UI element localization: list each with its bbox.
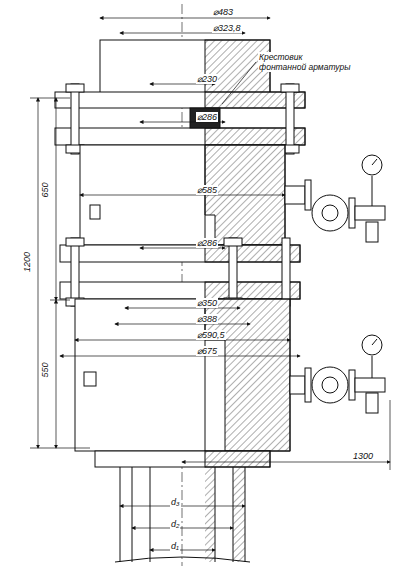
dimension-label: ⌀350 — [196, 298, 218, 308]
dimension-label: 1200 — [22, 251, 32, 273]
dimension-label: ⌀675 — [196, 346, 218, 356]
dimension-label: d₂ — [170, 519, 180, 529]
dimension-label: ⌀590,5 — [196, 330, 226, 340]
dimension-label: ⌀286 — [196, 238, 218, 248]
dimension-label: ⌀286 — [196, 112, 218, 122]
dimension-label: 650 — [40, 181, 50, 198]
dimension-label: 1300 — [352, 451, 374, 461]
dimension-label: ⌀585 — [196, 185, 218, 195]
dimension-label: ⌀323,8 — [212, 23, 242, 33]
dimension-label: ⌀230 — [196, 74, 218, 84]
dimension-label: 550 — [40, 361, 50, 378]
dimension-label: d₃ — [170, 497, 181, 507]
dimension-label: d₁ — [170, 541, 180, 551]
dimension-label: ⌀388 — [196, 314, 218, 324]
callout-label: Крестовик фонтанной арматуры — [258, 52, 352, 72]
dimension-label: ⌀483 — [212, 7, 234, 17]
